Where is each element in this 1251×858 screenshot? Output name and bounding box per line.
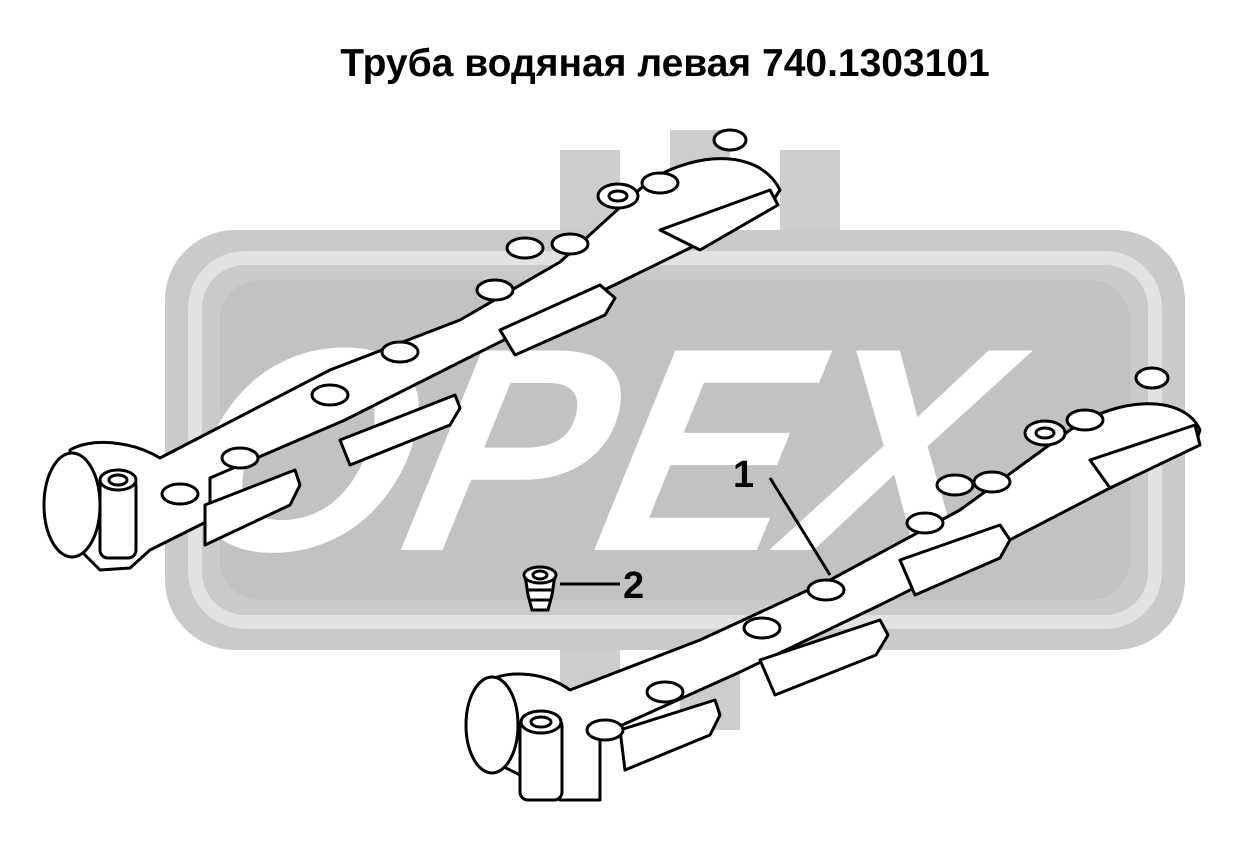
callout-leaders — [560, 477, 832, 586]
plug-part — [522, 565, 558, 612]
diagram-title: Труба водяная левая 740.1303101 — [340, 42, 990, 85]
pipe-lower — [464, 366, 1202, 802]
pipe-upper — [42, 128, 782, 572]
callout-2: 2 — [623, 565, 644, 607]
callout-1: 1 — [733, 454, 754, 496]
leader-line-1 — [768, 477, 832, 576]
